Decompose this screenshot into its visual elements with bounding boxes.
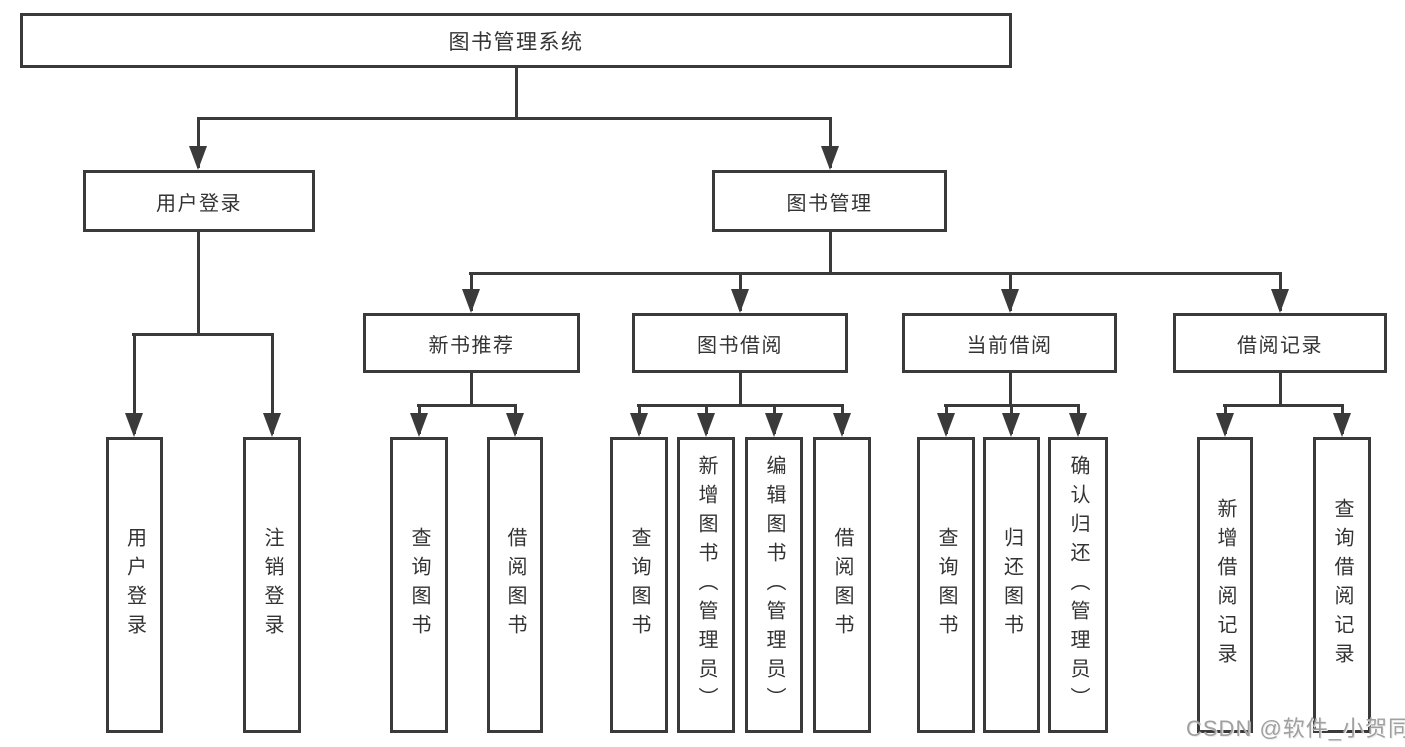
node-leaf-query-books-bb: 查询图书: [610, 437, 668, 733]
connector-line: [196, 118, 200, 168]
node-book-management: 图书管理: [712, 170, 947, 232]
node-label: 图书管理系统: [448, 30, 584, 54]
node-current-borrowing: 当前借阅: [902, 313, 1117, 373]
node-label: 借阅图书: [831, 527, 853, 643]
arrowhead-icon: [937, 413, 955, 437]
node-label: 用户登录: [156, 192, 242, 215]
arrowhead-icon: [1271, 289, 1289, 313]
arrowhead-icon: [1333, 413, 1351, 437]
arrowhead-icon: [1216, 413, 1234, 437]
connector-line: [132, 334, 136, 434]
node-label: 注销登录: [261, 527, 283, 643]
arrowhead-icon: [1001, 289, 1019, 313]
node-label: 新增图书（管理员）: [695, 454, 717, 716]
connector-line: [944, 403, 1080, 407]
arrowhead-icon: [731, 289, 749, 313]
node-label: 确认归还（管理员）: [1067, 454, 1089, 716]
arrowhead-icon: [125, 413, 143, 437]
node-leaf-confirm-return-admin: 确认归还（管理员）: [1048, 437, 1108, 733]
node-label: 图书管理: [786, 192, 873, 215]
node-label: 用户登录: [123, 527, 146, 643]
node-label: 新增借阅记录: [1214, 498, 1236, 672]
connector-line: [196, 232, 200, 334]
node-book-borrowing: 图书借阅: [632, 313, 848, 373]
connector-line: [469, 271, 1282, 275]
connector-line: [469, 373, 473, 407]
connector-line: [197, 116, 832, 120]
node-label: 查询图书: [628, 527, 650, 643]
node-label: 查询借阅记录: [1331, 498, 1353, 672]
connector-line: [270, 334, 274, 434]
node-leaf-edit-books-admin: 编辑图书（管理员）: [745, 437, 803, 733]
node-leaf-query-borrow-record: 查询借阅记录: [1313, 437, 1371, 733]
connector-line: [1223, 403, 1344, 407]
node-user-login: 用户登录: [83, 170, 315, 232]
connector-line: [1278, 373, 1282, 407]
connector-line: [514, 68, 518, 118]
arrowhead-icon: [765, 413, 783, 437]
node-label: 借阅记录: [1237, 334, 1323, 357]
node-leaf-add-borrow-record: 新增借阅记录: [1197, 437, 1253, 733]
arrowhead-icon: [263, 413, 281, 437]
node-label: 图书借阅: [697, 334, 783, 357]
node-leaf-borrow-books-bb: 借阅图书: [813, 437, 871, 733]
node-new-book-recommend: 新书推荐: [363, 313, 580, 373]
node-label: 当前借阅: [966, 334, 1053, 357]
node-leaf-add-books-admin: 新增图书（管理员）: [677, 437, 735, 733]
connector-line: [738, 373, 742, 407]
arrowhead-icon: [821, 146, 839, 170]
arrowhead-icon: [462, 289, 480, 313]
connector-line: [828, 232, 832, 275]
node-leaf-logout: 注销登录: [243, 437, 301, 733]
node-label: 归还图书: [1000, 527, 1023, 643]
node-leaf-borrow-books-nbr: 借阅图书: [487, 437, 543, 733]
node-leaf-return-books: 归还图书: [983, 437, 1040, 733]
arrowhead-icon: [189, 146, 207, 170]
connector-line: [637, 403, 844, 407]
connector-line: [1008, 373, 1012, 407]
connector-line: [828, 118, 832, 168]
arrowhead-icon: [506, 413, 524, 437]
node-label: 借阅图书: [504, 527, 526, 643]
node-label: 新书推荐: [428, 334, 515, 357]
node-leaf-user-login: 用户登录: [106, 437, 163, 733]
node-leaf-query-books-cb: 查询图书: [917, 437, 975, 733]
arrowhead-icon: [630, 413, 648, 437]
node-label: 查询图书: [935, 527, 957, 643]
node-label: 编辑图书（管理员）: [763, 454, 785, 716]
arrowhead-icon: [410, 413, 428, 437]
node-leaf-query-books-nbr: 查询图书: [390, 437, 448, 733]
node-label: 查询图书: [408, 527, 430, 643]
arrowhead-icon: [1069, 413, 1087, 437]
connector-line: [132, 332, 274, 336]
node-borrowing-records: 借阅记录: [1173, 313, 1387, 373]
arrowhead-icon: [1002, 413, 1020, 437]
connector-line: [417, 403, 517, 407]
node-library-management-system: 图书管理系统: [20, 13, 1012, 68]
arrowhead-icon: [697, 413, 715, 437]
csdn-watermark: CSDN @软件_小贺同学: [1186, 716, 1405, 741]
arrowhead-icon: [833, 413, 851, 437]
